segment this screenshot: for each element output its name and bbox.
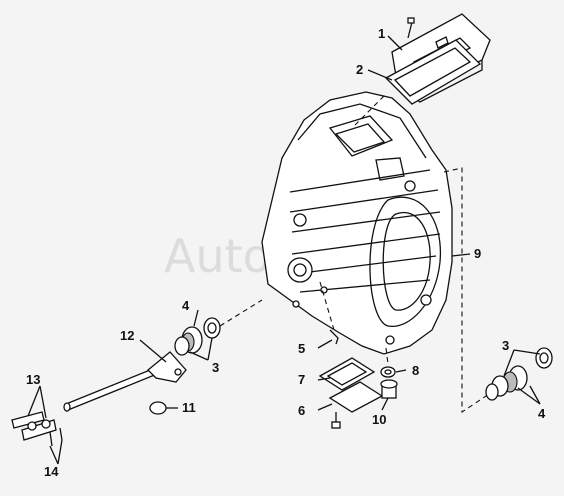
callout-2: 2	[356, 62, 363, 77]
bearing-left-part	[174, 326, 203, 356]
oil-seal-right-part	[485, 347, 553, 401]
callout-1: 1	[378, 26, 385, 41]
callout-3-left: 3	[212, 360, 219, 375]
callout-4-right: 4	[538, 406, 546, 421]
callout-11: 11	[182, 400, 196, 415]
drain-plug-part	[380, 379, 398, 399]
side-cover-plate-part	[318, 357, 376, 391]
callout-4-left: 4	[182, 298, 190, 313]
callout-13: 13	[26, 372, 40, 387]
assembly-dashed-lines	[219, 95, 487, 414]
cover-gasket-part	[384, 39, 482, 105]
callout-6: 6	[298, 403, 305, 418]
shift-shaft-part	[63, 351, 187, 412]
oil-seal-left-part	[203, 317, 221, 339]
shift-fork-part	[11, 411, 63, 447]
callout-8: 8	[412, 363, 419, 378]
callout-9: 9	[474, 246, 481, 261]
callout-labels: 1 2 3 3 4 4 5 6 7 8 9 10 11 12 13 14	[26, 26, 546, 479]
callout-12: 12	[120, 328, 134, 343]
pin-part	[329, 329, 339, 345]
callout-7: 7	[298, 372, 305, 387]
leader-lines	[27, 35, 541, 465]
callout-3-right: 3	[502, 338, 509, 353]
callout-14: 14	[44, 464, 59, 479]
bushing-part	[149, 401, 167, 415]
callout-5: 5	[298, 341, 305, 356]
callout-10: 10	[372, 412, 386, 427]
transmission-housing-part	[261, 91, 453, 355]
washer-part	[380, 366, 396, 378]
bolt-part	[331, 412, 341, 429]
